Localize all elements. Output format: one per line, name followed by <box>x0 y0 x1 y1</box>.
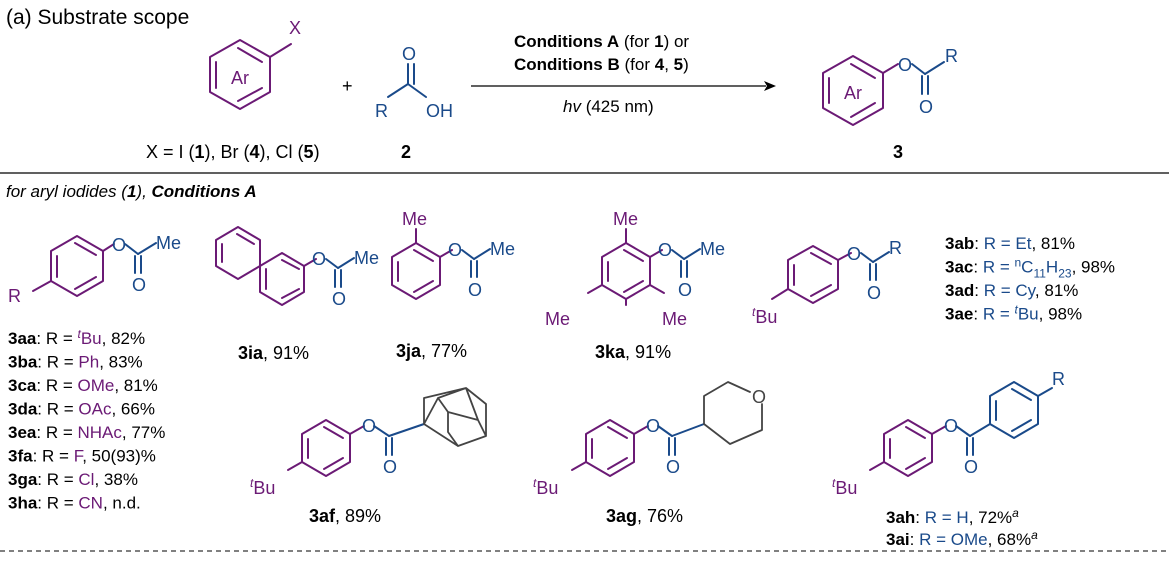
acid-number: 2 <box>401 142 411 162</box>
label-3ah: 3ah: R = H, 72%a <box>886 506 1019 527</box>
svg-text:Me: Me <box>490 239 515 259</box>
svg-text:tBu: tBu <box>533 476 558 498</box>
light-conditions: hv (425 nm) <box>563 97 654 116</box>
aryl-ring-label: Ar <box>231 68 249 88</box>
acid-carbonyl-o-label: O <box>402 44 416 64</box>
label-3ae: 3ae: R = tBu, 98% <box>945 303 1082 324</box>
product-carbonyl-o-label: O <box>919 97 933 117</box>
halide-x-label: X <box>289 18 301 38</box>
label-3ab: 3ab: R = Et, 81% <box>945 234 1075 253</box>
label-3ag: 3ag, 76% <box>606 506 683 526</box>
svg-text:O: O <box>332 289 346 309</box>
structure-3ja: Me O Me O <box>391 209 515 300</box>
svg-text:O: O <box>312 249 326 269</box>
svg-text:Me: Me <box>402 209 427 229</box>
svg-text:Me: Me <box>662 309 687 329</box>
label-3fa: 3fa: R = F, 50(93)% <box>8 447 156 466</box>
svg-text:O: O <box>658 240 672 260</box>
svg-text:O: O <box>944 416 958 436</box>
acid-r-label: R <box>375 101 388 121</box>
label-3aa: 3aa: R = tBu, 82% <box>8 327 145 348</box>
svg-text:O: O <box>448 240 462 260</box>
svg-text:O: O <box>867 283 881 303</box>
product-r-label: R <box>945 46 958 66</box>
label-3ca: 3ca: R = OMe, 81% <box>8 376 158 395</box>
structure-3ia: O Me O <box>215 226 379 309</box>
label-3af: 3af, 89% <box>309 506 381 526</box>
svg-text:Me: Me <box>156 233 181 253</box>
svg-text:R: R <box>1052 369 1065 389</box>
svg-text:O: O <box>362 416 376 436</box>
plus-sign: + <box>342 76 353 96</box>
structure-3ab: tBu O R O <box>752 238 902 327</box>
svg-text:O: O <box>646 416 660 436</box>
svg-text:Me: Me <box>545 309 570 329</box>
svg-text:R: R <box>889 238 902 258</box>
series-3ab-list: 3ab: R = Et, 81% 3ac: R = nC11H23, 98%3ad… <box>945 234 1115 324</box>
halide-caption: X = I (1), Br (4), Cl (5) <box>146 142 320 162</box>
svg-text:O: O <box>132 275 146 295</box>
label-3da: 3da: R = OAc, 66% <box>8 400 155 419</box>
structure-3ag: tBu O O O <box>533 381 766 498</box>
acid-oh-label: OH <box>426 101 453 121</box>
product-ester-o-label: O <box>898 55 912 75</box>
svg-text:O: O <box>678 280 692 300</box>
svg-text:Me: Me <box>700 239 725 259</box>
svg-text:tBu: tBu <box>250 476 275 498</box>
label-3ja: 3ja, 77% <box>396 341 467 361</box>
structure-3ah: tBu O O R <box>832 369 1065 498</box>
svg-text:O: O <box>752 387 766 407</box>
svg-text:tBu: tBu <box>752 305 777 327</box>
conditions-line-1: Conditions A (for 1) or <box>514 32 689 51</box>
product-ring-label: Ar <box>844 83 862 103</box>
label-3ka: 3ka, 91% <box>595 342 671 362</box>
section-header: for aryl iodides (1), Conditions A <box>6 182 257 201</box>
structure-3af: tBu O O <box>250 387 487 498</box>
svg-text:O: O <box>468 280 482 300</box>
svg-text:O: O <box>112 235 126 255</box>
label-3ba: 3ba: R = Ph, 83% <box>8 353 143 372</box>
label-3ac: 3ac: R = nC11H23, 98% <box>945 256 1115 281</box>
svg-text:O: O <box>964 457 978 477</box>
reaction-arrow-head <box>764 81 776 91</box>
svg-text:tBu: tBu <box>832 476 857 498</box>
svg-text:O: O <box>383 457 397 477</box>
svg-text:Me: Me <box>613 209 638 229</box>
svg-text:R: R <box>8 286 21 306</box>
svg-text:Me: Me <box>354 248 379 268</box>
panel-title: (a) Substrate scope <box>6 6 189 29</box>
label-3ai: 3ai: R = OMe, 68%a <box>886 528 1038 549</box>
label-3ea: 3ea: R = NHAc, 77% <box>8 423 165 442</box>
label-3ia: 3ia, 91% <box>238 343 309 363</box>
label-3ad: 3ad: R = Cy, 81% <box>945 281 1078 300</box>
series-3xa-list: 3aa: R = tBu, 82% 3ba: R = Ph, 83% 3ca: R … <box>8 327 165 513</box>
product-number: 3 <box>893 142 903 162</box>
product-structure: Ar O R O <box>822 46 958 126</box>
conditions-line-2: Conditions B (for 4, 5) <box>514 55 689 74</box>
svg-text:O: O <box>666 457 680 477</box>
structure-3xa: R O Me O <box>8 233 181 306</box>
structure-3ka: Me Me Me O Me O <box>545 209 725 329</box>
svg-text:O: O <box>847 244 861 264</box>
carboxylic-acid-structure: R O OH <box>375 44 453 121</box>
label-3ha: 3ha: R = CN, n.d. <box>8 494 141 513</box>
label-3ga: 3ga: R = Cl, 38% <box>8 470 138 489</box>
aryl-halide-structure: Ar X <box>209 18 301 110</box>
